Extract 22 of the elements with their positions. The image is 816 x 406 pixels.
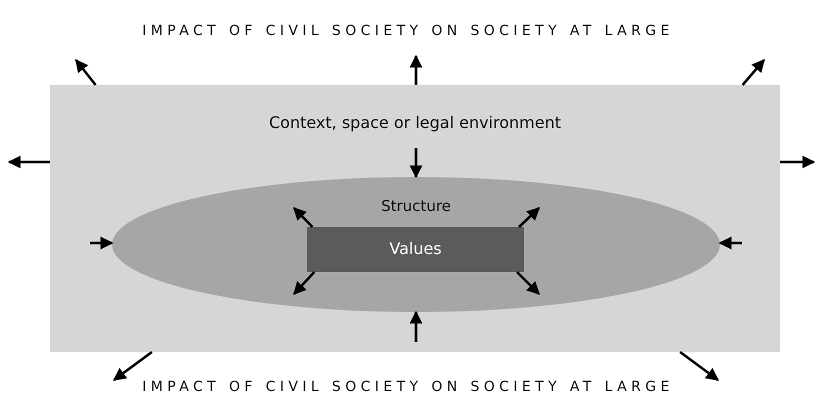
arrow <box>410 54 422 85</box>
values-box <box>307 227 524 272</box>
arrow <box>410 310 422 342</box>
arrow <box>718 236 742 250</box>
arrow <box>780 156 816 168</box>
arrow <box>518 207 540 228</box>
heading-text: IMPACT OF CIVIL SOCIETY ON SOCIETY AT LARGE <box>142 23 674 39</box>
arrow <box>410 148 422 178</box>
heading-text: IMPACT OF CIVIL SOCIETY ON SOCIETY AT LARGE <box>142 379 674 395</box>
arrow <box>90 236 114 250</box>
arrow <box>679 350 720 382</box>
arrow <box>8 156 50 168</box>
arrow <box>516 271 540 295</box>
ellipse-label: Structure <box>381 197 451 215</box>
arrow <box>742 59 765 86</box>
arrow <box>74 58 97 86</box>
arrow <box>112 350 153 382</box>
arrow <box>293 207 314 228</box>
box-label: Values <box>389 239 442 258</box>
context-box <box>50 85 780 352</box>
box-label: Context, space or legal environment <box>268 113 561 132</box>
arrow <box>293 271 316 295</box>
